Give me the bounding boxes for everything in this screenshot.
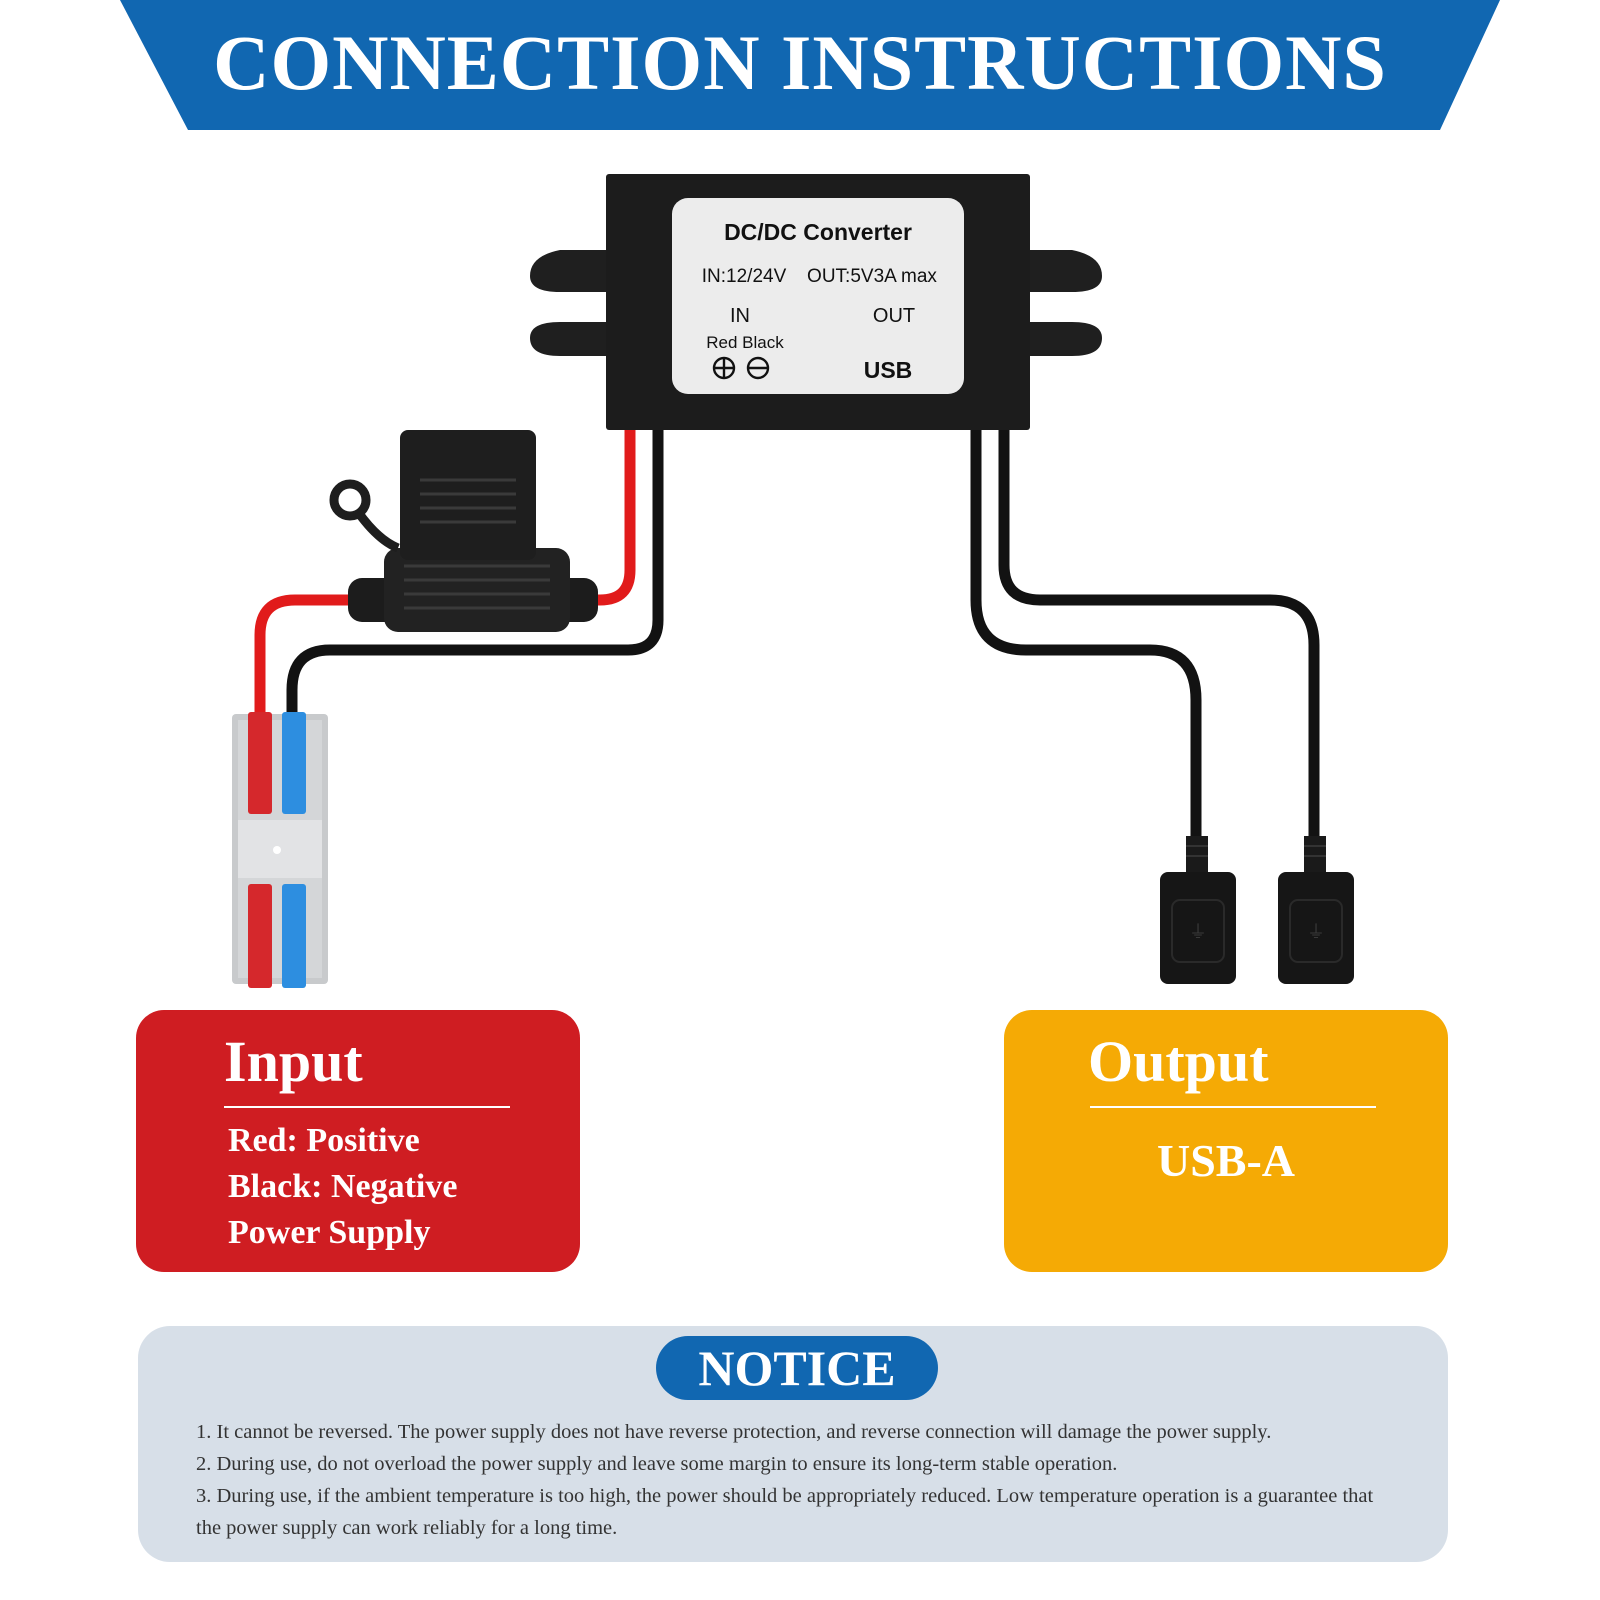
output-wires (970, 424, 1320, 846)
minus-icon (746, 356, 770, 380)
header-banner: CONNECTION INSTRUCTIONS (0, 0, 1600, 132)
notice-title: NOTICE (656, 1336, 938, 1400)
black-wire (286, 424, 664, 726)
in-label: IN (730, 305, 750, 327)
fuse-holder (329, 430, 598, 632)
banner-shape (120, 0, 1500, 130)
usb-connector-left: ⏚ (1160, 836, 1236, 984)
output-card-title: Output (1088, 1029, 1269, 1094)
input-rating: IN:12/24V (702, 266, 787, 287)
input-card: Input Red: Positive Black: Negative Powe… (136, 1010, 580, 1272)
usb-symbol-icon: ⏚ (1307, 922, 1325, 943)
input-wires (254, 424, 664, 726)
red-wire-lower (254, 594, 361, 726)
input-card-title: Input (224, 1029, 363, 1094)
usb-cable-left (970, 424, 1202, 846)
red-wire-upper (554, 424, 636, 606)
usb-symbol-icon: ⏚ (1189, 922, 1207, 943)
input-line-supply: Power Supply (228, 1214, 431, 1251)
wiring-diagram: DC/DC Converter IN:12/24V OUT:5V3A max I… (232, 174, 1354, 988)
lever-blue-top (282, 712, 306, 814)
output-rating: OUT:5V3A max (807, 266, 937, 287)
lever-red-top (248, 712, 272, 814)
page-title: CONNECTION INSTRUCTIONS (213, 19, 1387, 106)
lever-blue-bottom (282, 884, 306, 988)
usb-label: USB (864, 357, 913, 383)
notice-list: 1. It cannot be reversed. The power supp… (196, 1416, 1396, 1544)
notice-panel: NOTICE 1. It cannot be reversed. The pow… (138, 1326, 1448, 1562)
label-plate (672, 198, 964, 394)
plus-icon (712, 356, 736, 380)
mount-ear-right (1024, 250, 1102, 356)
output-type: USB-A (1156, 1135, 1296, 1186)
dc-converter: DC/DC Converter IN:12/24V OUT:5V3A max I… (530, 174, 1102, 430)
notice-item: 1. It cannot be reversed. The power supp… (196, 1421, 1272, 1443)
wire-colors-label: Red Black (706, 333, 784, 352)
lever-red-bottom (248, 884, 272, 988)
converter-title: DC/DC Converter (724, 219, 912, 245)
usb-connector-right: ⏚ (1278, 836, 1354, 984)
usb-cable-right (998, 424, 1320, 846)
out-label: OUT (873, 305, 915, 327)
input-line-red: Red: Positive (228, 1122, 420, 1159)
notice-item: 3. During use, if the ambient temperatur… (196, 1485, 1374, 1539)
input-card-divider (224, 1106, 510, 1108)
output-card: Output USB-A (1004, 1010, 1448, 1272)
output-card-divider (1090, 1106, 1376, 1108)
mount-ear-left (530, 250, 608, 356)
input-line-black: Black: Negative (228, 1168, 458, 1205)
lever-connector (232, 712, 328, 988)
notice-item: 2. During use, do not overload the power… (196, 1453, 1118, 1475)
